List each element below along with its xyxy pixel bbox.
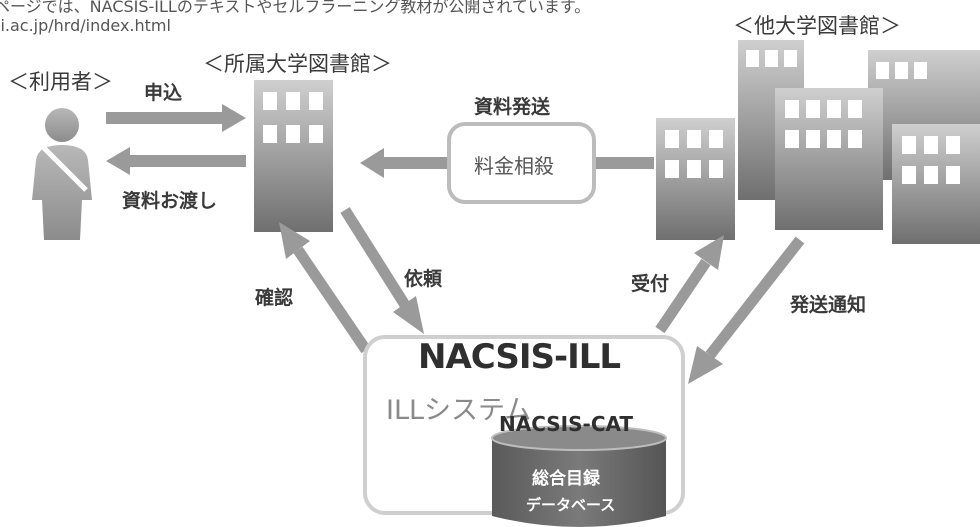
ship-notice-label: 発送通知 (790, 294, 867, 316)
ship-material-label: 資料発送 (474, 96, 551, 118)
own-library-label: ＜所属大学図書館＞ (203, 52, 392, 76)
person-icon (32, 108, 92, 240)
arrow-confirm (293, 246, 371, 354)
arrow-accept (655, 258, 711, 334)
fee-settlement-box (447, 122, 596, 204)
arrow-request (340, 207, 410, 308)
arrow-apply (106, 104, 246, 132)
cat-title: NACSIS-CAT (499, 412, 634, 436)
ill-system-title: NACSIS-ILL (418, 337, 621, 377)
header-url: ii.ac.jp/hrd/index.html (0, 16, 171, 35)
arrowhead-accept (694, 235, 724, 270)
building-group-icon (656, 40, 980, 244)
confirm-label: 確認 (255, 287, 294, 309)
accept-label: 受付 (631, 273, 670, 295)
database-cylinder-icon (491, 425, 667, 527)
fee-settlement-label: 料金相殺 (474, 154, 554, 178)
arrowhead-request (393, 296, 424, 334)
user-label: ＜利用者＞ (8, 70, 113, 94)
building-icon (254, 80, 333, 232)
header-text: ページでは、NACSIS-ILLのテキストやセルフラーニング教材が公開されていま… (0, 0, 591, 16)
apply-label: 申込 (144, 82, 183, 104)
other-library-label: ＜他大学図書館＞ (733, 14, 901, 38)
arrow-ship-material (360, 148, 447, 178)
arrowhead-confirm (279, 222, 310, 259)
hand-over-label: 資料お渡し (122, 190, 218, 212)
arrow-ship-notice (705, 236, 805, 359)
arrow-ship-material-tail (596, 157, 654, 169)
db-line1: 総合目録 (532, 469, 600, 489)
db-line2: データベース (526, 496, 616, 514)
arrow-hand-over (106, 147, 246, 175)
request-label: 依頼 (404, 268, 443, 290)
arrowhead-ship-notice (688, 346, 723, 384)
ill-system-subtitle: ILLシステム (386, 395, 532, 426)
